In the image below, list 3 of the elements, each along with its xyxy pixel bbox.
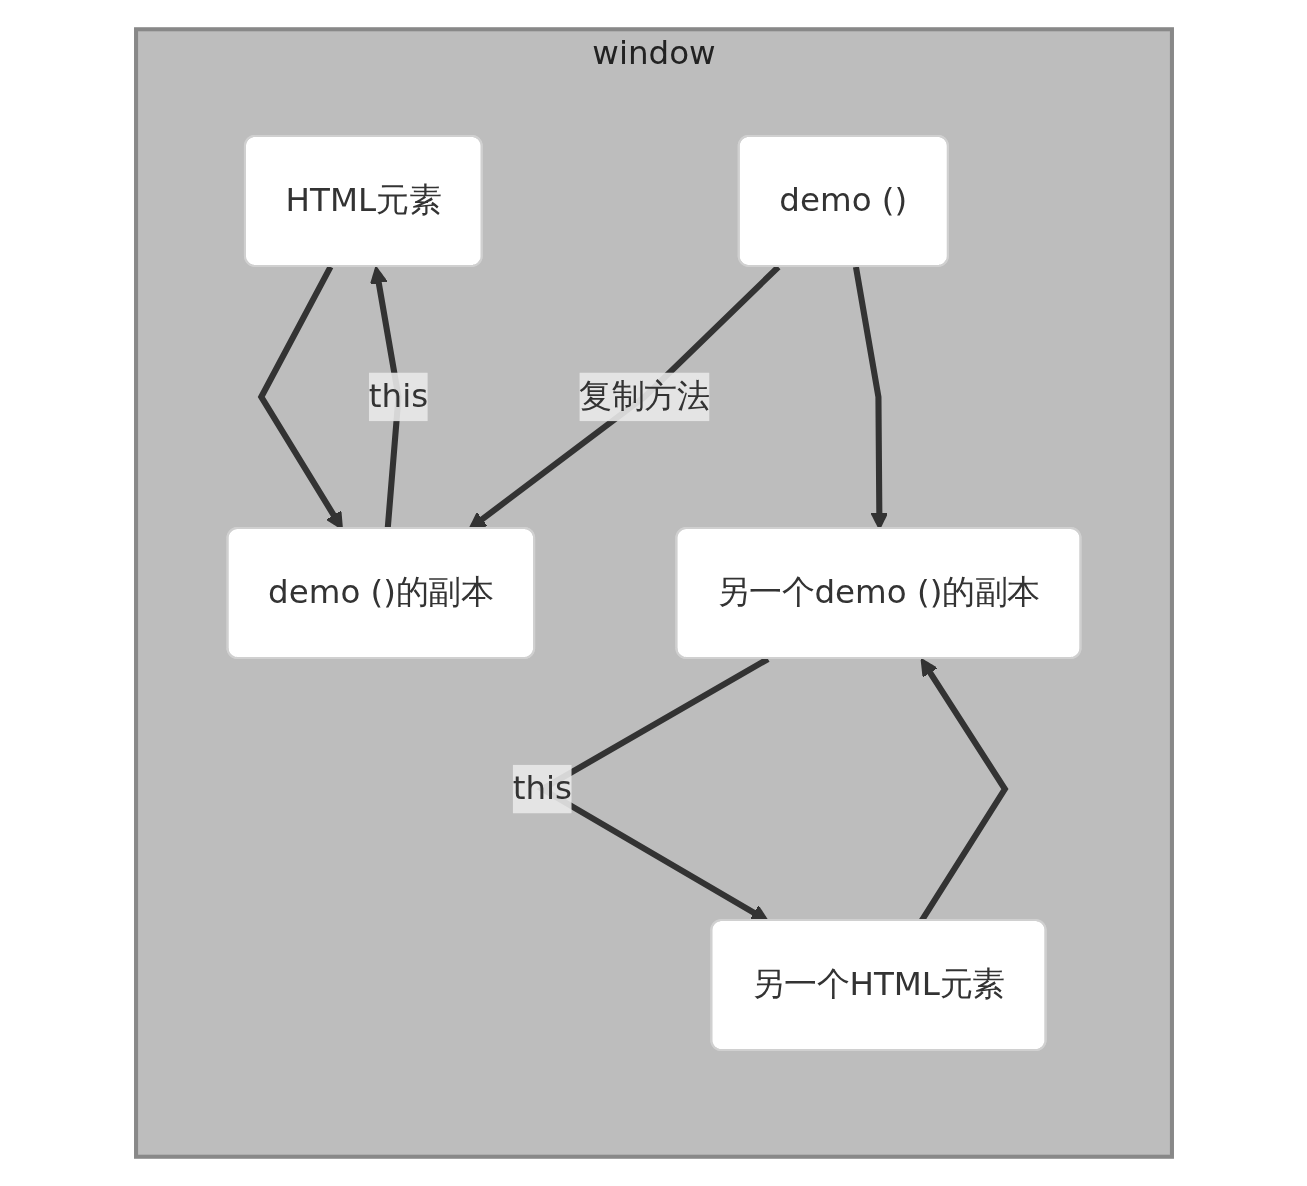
edge-label: this	[512, 768, 572, 808]
edge-label: this	[368, 376, 428, 416]
edge-label: 复制方法	[578, 376, 709, 416]
